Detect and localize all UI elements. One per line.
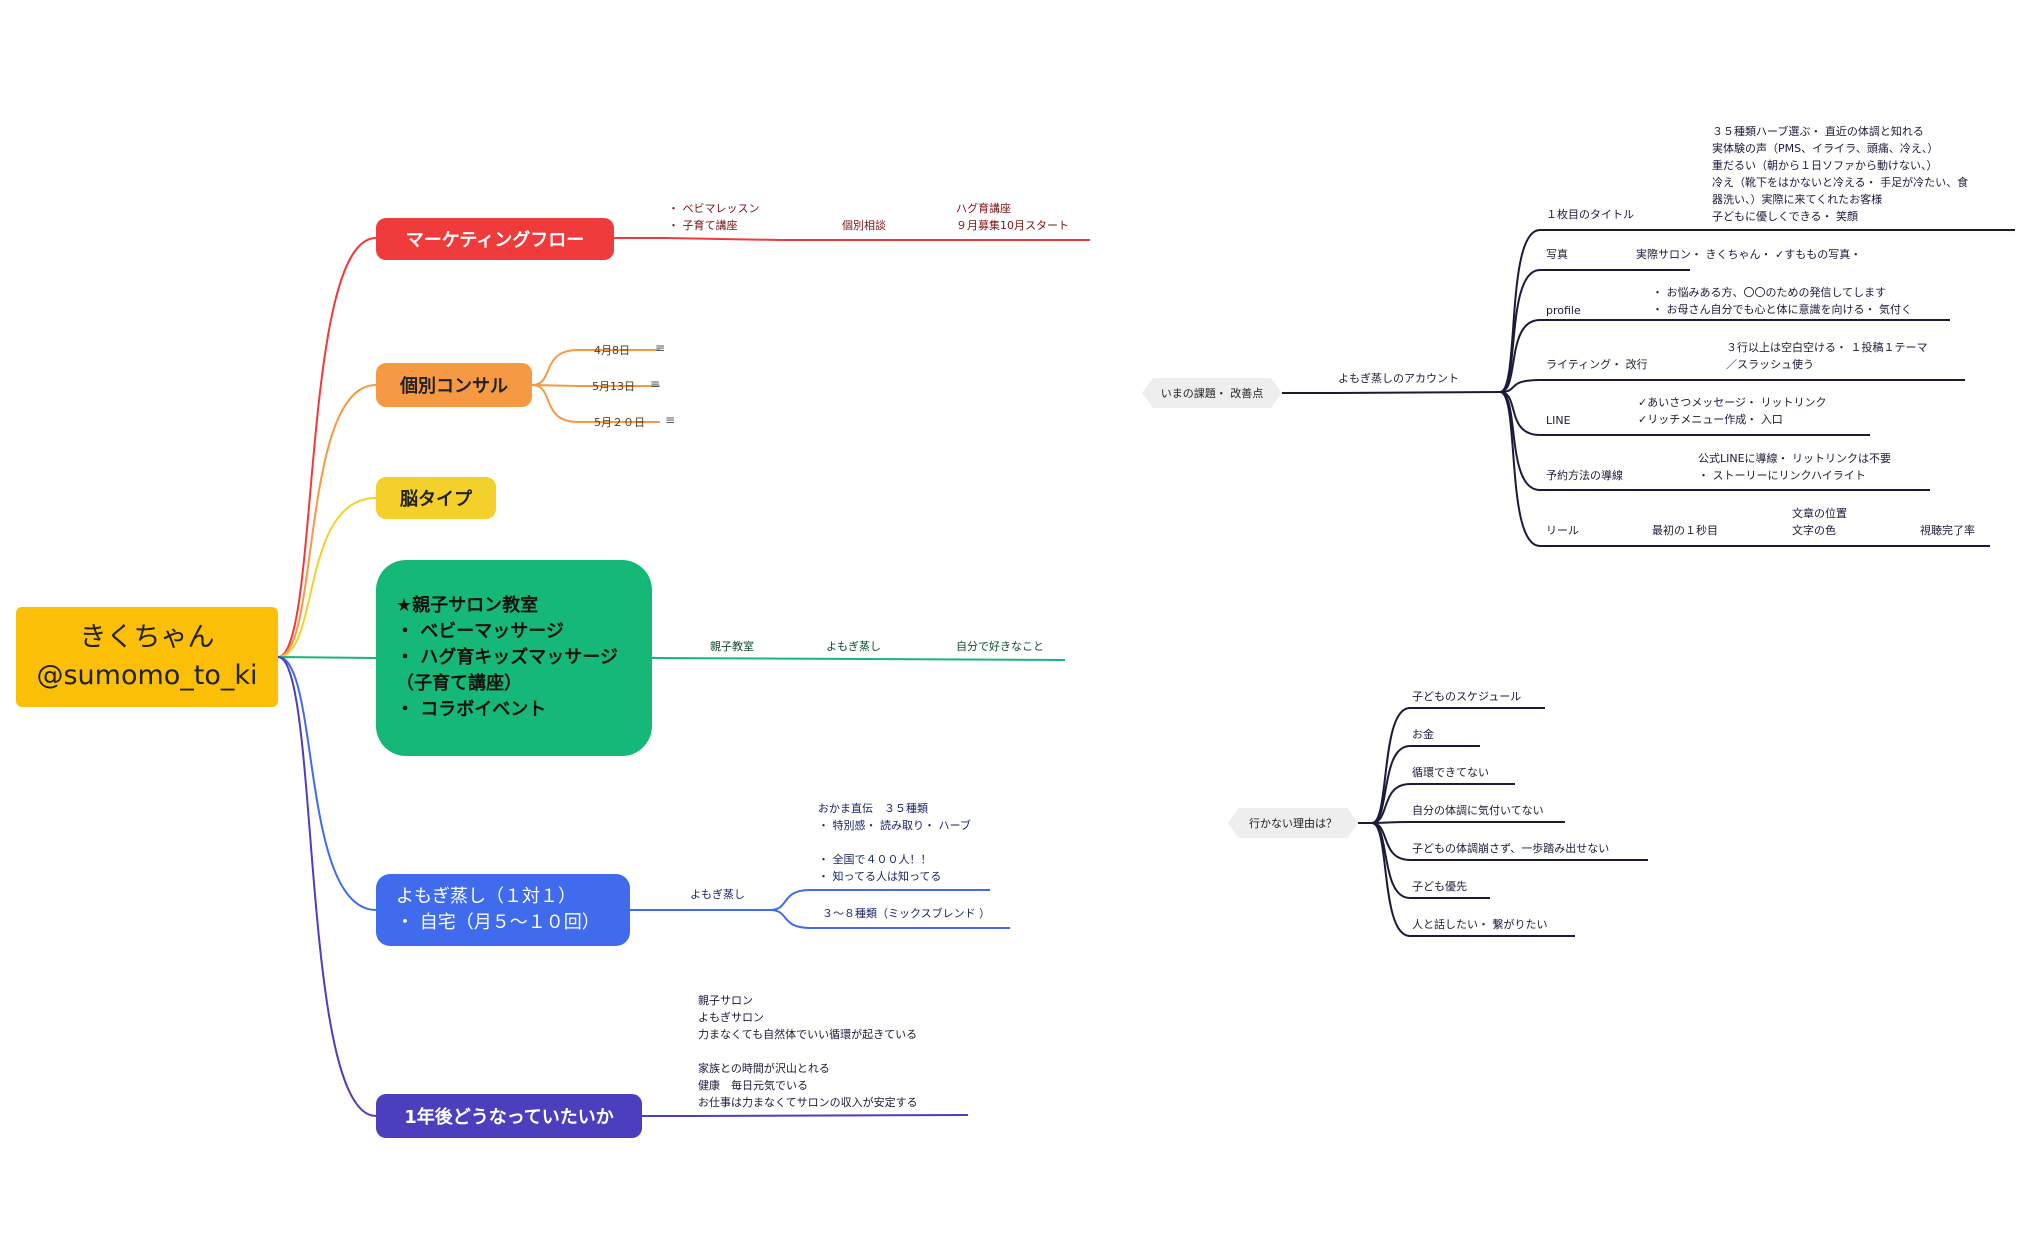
issue-key-profile[interactable]: profile	[1546, 304, 1581, 317]
reason-item[interactable]: お金	[1412, 728, 1434, 741]
issue-key-title[interactable]: １枚目のタイトル	[1546, 208, 1634, 221]
notes-icon[interactable]: ≡	[655, 341, 666, 355]
connector-brain	[277, 497, 377, 658]
connector-oneyear	[277, 656, 377, 1117]
salon-line: （子育て講座）	[396, 673, 522, 694]
yomogi-detail-blend[interactable]: ３〜８種類（ミックスブレンド ）	[822, 907, 991, 920]
branch-salon-class[interactable]: ★親子サロン教室 ・ ベビーマッサージ ・ ハグ育キッズマッサージ （子育て講座…	[376, 560, 652, 756]
marketing-step-consult[interactable]: 個別相談	[842, 219, 886, 232]
salon-line: ・ コラボイベント	[396, 699, 547, 720]
branch-label: 1年後どうなっていたいか	[404, 1107, 614, 1128]
issue-key-line[interactable]: LINE	[1546, 414, 1571, 427]
issue-value-line[interactable]: ✓あいさつメッセージ・ リットリンク ✓リッチメニュー作成・ 入口	[1638, 396, 1827, 426]
connector-marketing	[277, 237, 377, 658]
branch-yomogi-steam[interactable]: よもぎ蒸し（１対１） ・ 自宅（月５〜１０回）	[376, 874, 630, 946]
issue-value-title[interactable]: ３５種類ハーブ選ぶ・ 直近の体調と知れる 実体験の声（PMS、イライラ、頭痛、冷…	[1712, 125, 1969, 223]
branch-marketing-flow[interactable]: マーケティングフロー	[376, 218, 614, 260]
issue-value-profile[interactable]: ・ お悩みある方、〇〇のための発信してします ・ お母さん自分でも心と体に意識を…	[1652, 286, 1912, 316]
root-name: きくちゃん	[79, 622, 215, 653]
consult-date-1[interactable]: 4月8日	[594, 344, 630, 357]
salon-chain-parent-child[interactable]: 親子教室	[710, 640, 754, 653]
branch-label: 脳タイプ	[400, 489, 472, 510]
salon-line: ★親子サロン教室	[396, 595, 539, 616]
reason-item[interactable]: 子どものスケジュール	[1412, 690, 1522, 703]
marketing-step-hug[interactable]: ハグ育講座 ９月募集10月スタート	[956, 202, 1069, 232]
yomogi-line: ・ 自宅（月５〜１０回）	[396, 912, 600, 933]
yomogi-child[interactable]: よもぎ蒸し	[690, 888, 745, 901]
issue-value-booking[interactable]: 公式LINEに導線・ リットリンクは不要 ・ ストーリーにリンクハイライト	[1698, 452, 1892, 482]
consult-date-3[interactable]: 5月２０日	[594, 416, 645, 429]
connector-yomogi	[277, 656, 377, 911]
branch-label: マーケティングフロー	[405, 230, 585, 251]
yomogi-line: よもぎ蒸し（１対１）	[396, 886, 576, 907]
notes-icon[interactable]: ≡	[650, 377, 661, 391]
issues-label: いまの課題・ 改善点	[1160, 387, 1264, 400]
issues-node[interactable]: いまの課題・ 改善点	[1142, 378, 1282, 408]
issue-value-reel[interactable]: 最初の１秒目	[1652, 524, 1718, 537]
marketing-step-lessons[interactable]: ・ ベビマレッスン ・ 子育て講座	[668, 202, 760, 232]
issue-key-reel[interactable]: リール	[1546, 524, 1579, 537]
connector-salon	[277, 656, 377, 659]
reasons-node[interactable]: 行かない理由は？	[1228, 808, 1358, 838]
reason-item[interactable]: 人と話したい・ 繋がりたい	[1412, 918, 1548, 931]
salon-line: ・ ハグ育キッズマッサージ	[396, 647, 618, 668]
branch-one-year-goal[interactable]: 1年後どうなっていたいか	[376, 1094, 642, 1138]
yomogi-detail-herbs[interactable]: おかま直伝 ３５種類 ・ 特別感・ 読み取り・ ハーブ ・ 全国で４００人！！ …	[818, 802, 971, 883]
salon-line: ・ ベビーマッサージ	[396, 621, 564, 642]
consult-date-2[interactable]: 5月13日	[592, 380, 635, 393]
reason-item[interactable]: 子ども優先	[1412, 880, 1467, 893]
issue-key-photo[interactable]: 写真	[1546, 248, 1568, 261]
issue-value-reel-completion[interactable]: 視聴完了率	[1920, 524, 1975, 537]
root-handle: @sumomo_to_ki	[36, 660, 258, 691]
issue-value-photo[interactable]: 実際サロン・ きくちゃん・ ✓すももの写真・	[1636, 248, 1862, 261]
issue-key-writing[interactable]: ライティング・ 改行	[1546, 358, 1648, 371]
reason-item[interactable]: 子どもの体調崩さず、一歩踏み出せない	[1412, 842, 1610, 855]
connector-consult	[277, 384, 377, 658]
branch-label: 個別コンサル	[400, 376, 508, 397]
salon-chain-yomogi[interactable]: よもぎ蒸し	[826, 640, 881, 653]
reasons-label: 行かない理由は？	[1249, 817, 1337, 830]
root-node[interactable]: きくちゃん @sumomo_to_ki	[16, 607, 278, 707]
reason-item[interactable]: 循環できてない	[1412, 766, 1489, 779]
issues-account[interactable]: よもぎ蒸しのアカウント	[1338, 372, 1459, 385]
reason-item[interactable]: 自分の体調に気付いてない	[1412, 804, 1544, 817]
oneyear-detail[interactable]: 親子サロン よもぎサロン 力まなくても自然体でいい循環が起きている 家族との時間…	[698, 994, 918, 1109]
branch-individual-consult[interactable]: 個別コンサル	[376, 363, 532, 407]
notes-icon[interactable]: ≡	[665, 413, 676, 427]
issue-key-booking[interactable]: 予約方法の導線	[1546, 469, 1623, 482]
branch-brain-type[interactable]: 脳タイプ	[376, 477, 496, 519]
salon-chain-own-thing[interactable]: 自分で好きなこと	[956, 640, 1044, 653]
issue-value-writing[interactable]: ３行以上は空白空ける・ １投稿１テーマ ／スラッシュ使う	[1726, 341, 1928, 371]
issue-value-reel-text[interactable]: 文章の位置 文字の色	[1792, 507, 1847, 537]
